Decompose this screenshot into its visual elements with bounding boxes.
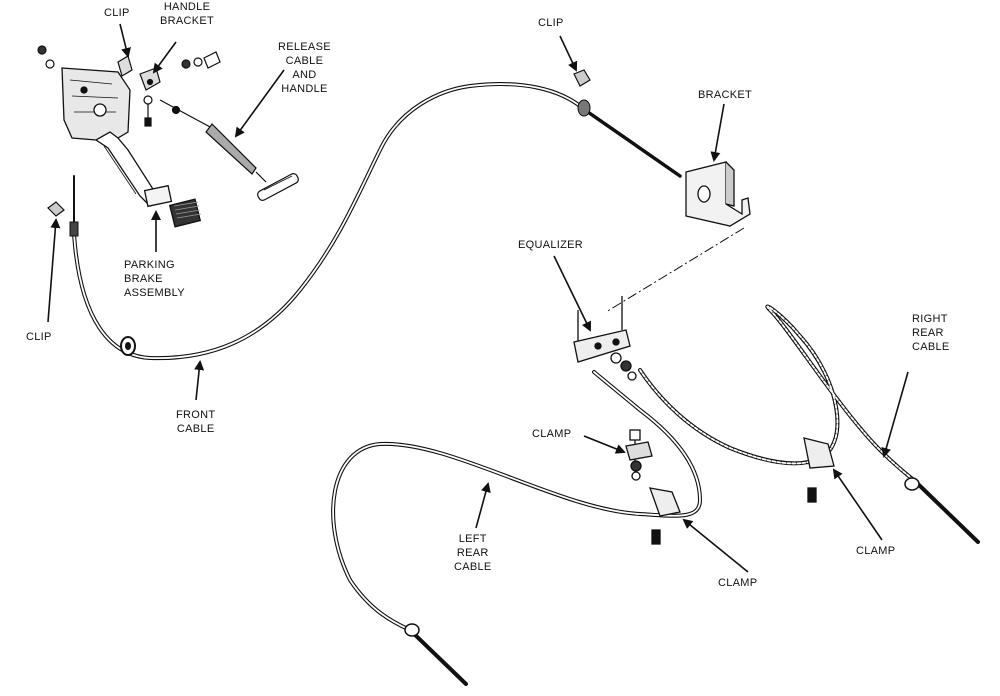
label-line: FRONT [176, 409, 216, 421]
label-line: CABLE [912, 341, 950, 353]
label-line: CABLE [285, 55, 324, 67]
top-clip-part [573, 69, 591, 87]
label-line: BRACKET [160, 15, 215, 27]
label-release-cable-and-handle: RELEASE CABLE AND HANDLE [278, 40, 331, 96]
label-left-rear-cable: LEFT REAR CABLE [454, 532, 492, 574]
label-line: REAR [912, 327, 944, 339]
label-line: PARKING [124, 259, 175, 271]
label-line: CABLE [454, 561, 492, 573]
label-line: CLAMP [718, 577, 758, 589]
label-line: AND [292, 69, 317, 81]
bracket-part [685, 161, 751, 227]
label-line: HANDLE [163, 1, 211, 13]
label-line: CLIP [104, 7, 130, 19]
left-rear-cable [331, 370, 703, 686]
label-clip-left: CLIP [26, 330, 52, 344]
release-cable-and-handle [159, 99, 299, 201]
label-clamp-bottom: CLAMP [718, 576, 757, 590]
label-line: RELEASE [278, 41, 331, 53]
front-cable [69, 82, 682, 361]
label-line: CLAMP [532, 428, 572, 440]
label-clip-top-left: CLIP [104, 6, 130, 20]
label-line: RIGHT [912, 313, 948, 325]
label-clamp-right: CLAMP [856, 544, 895, 558]
label-parking-brake-assembly: PARKING BRAKE ASSEMBLY [124, 258, 185, 300]
label-front-cable: FRONT CABLE [176, 408, 215, 436]
label-line: LEFT [458, 533, 487, 545]
label-line: BRACKET [698, 89, 753, 101]
alignment-centerline [605, 227, 745, 313]
label-line: CLAMP [856, 545, 896, 557]
right-rear-cable [638, 304, 980, 544]
clamp-parts [625, 429, 835, 545]
label-bracket: BRACKET [698, 88, 752, 102]
label-line: CLIP [538, 17, 564, 29]
label-line: ASSEMBLY [124, 287, 185, 299]
label-handle-bracket: HANDLE BRACKET [160, 0, 214, 28]
leader-arrows [47, 23, 909, 573]
label-right-rear-cable: RIGHT REAR CABLE [912, 312, 950, 354]
parking-brake-assembly [61, 67, 202, 228]
equalizer-part [573, 296, 637, 381]
label-line: HANDLE [281, 83, 328, 95]
label-line: CLIP [26, 331, 52, 343]
assembly-small-parts [37, 45, 221, 127]
left-clip-part [47, 201, 65, 217]
label-clip-top-mid: CLIP [538, 16, 564, 30]
label-line: BRAKE [124, 273, 163, 285]
label-clamp-top: CLAMP [532, 427, 571, 441]
label-line: EQUALIZER [518, 239, 584, 251]
label-equalizer: EQUALIZER [518, 238, 583, 252]
label-line: CABLE [176, 423, 215, 435]
label-line: REAR [456, 547, 489, 559]
